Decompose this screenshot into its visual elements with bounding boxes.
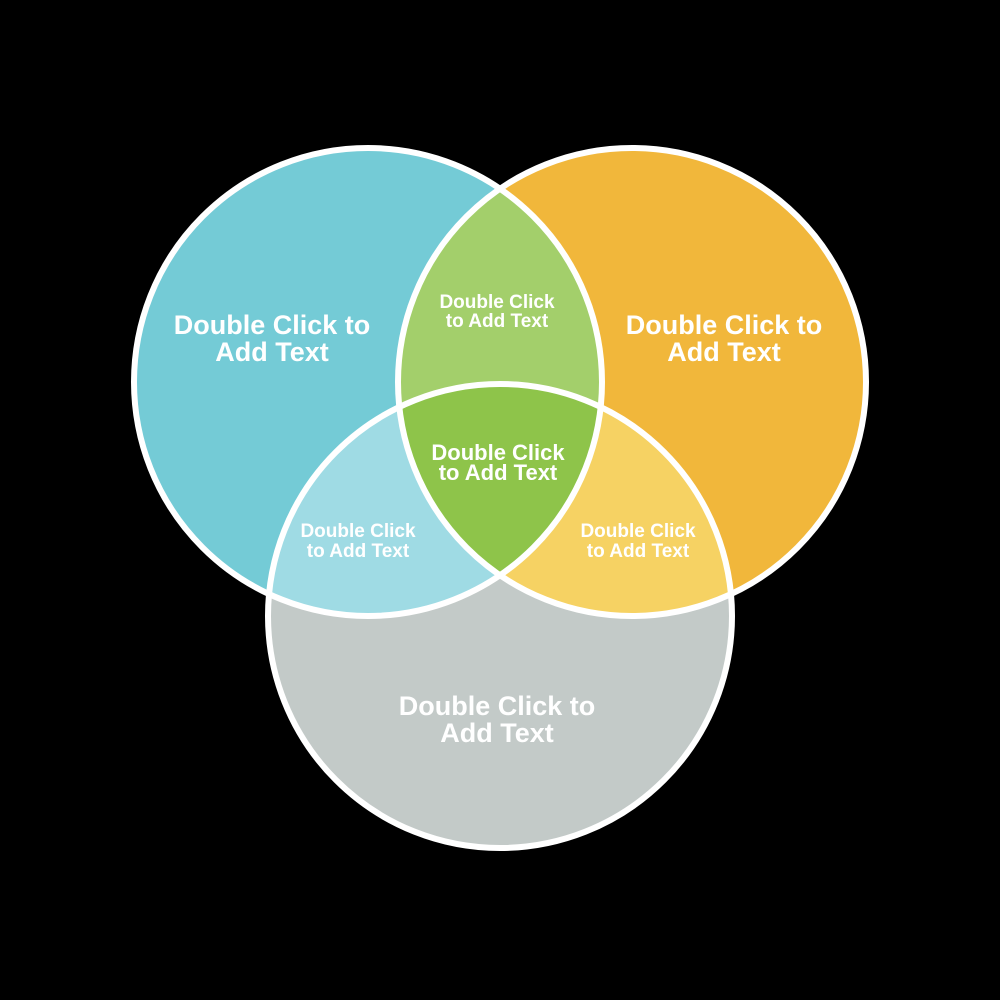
bottom-circle-label-line1[interactable]: Double Click to: [399, 691, 596, 721]
left-bottom-overlap-label[interactable]: Double Click to Add Text: [300, 521, 416, 562]
right-circle-label[interactable]: Double Click to Add Text: [626, 310, 823, 367]
left-right-overlap-label-line2[interactable]: to Add Text: [446, 311, 549, 332]
venn-labels: Double Click to Add Text Double Click to…: [174, 292, 823, 748]
center-overlap-label-line2[interactable]: to Add Text: [439, 460, 558, 485]
left-right-overlap-label[interactable]: Double Click to Add Text: [439, 292, 555, 332]
right-bottom-overlap-label-line1[interactable]: Double Click: [580, 521, 696, 542]
center-overlap-label[interactable]: Double Click to Add Text: [431, 440, 565, 485]
left-circle-outline: [131, 145, 605, 619]
left-bottom-overlap-label-line2[interactable]: to Add Text: [307, 541, 410, 562]
bottom-circle-label[interactable]: Double Click to Add Text: [399, 691, 596, 748]
right-circle-label-line2[interactable]: Add Text: [667, 337, 781, 367]
left-bottom-overlap-label-line1[interactable]: Double Click: [300, 521, 416, 542]
bottom-circle-label-line2[interactable]: Add Text: [440, 718, 554, 748]
center-overlap-label-line1[interactable]: Double Click: [431, 440, 565, 465]
left-circle-label-line2[interactable]: Add Text: [215, 337, 329, 367]
left-circle-label-line1[interactable]: Double Click to: [174, 310, 371, 340]
bottom-circle-outline: [265, 381, 735, 851]
right-circle-outline: [395, 145, 869, 619]
right-circle-label-line1[interactable]: Double Click to: [626, 310, 823, 340]
right-bottom-overlap-label[interactable]: Double Click to Add Text: [580, 521, 696, 562]
left-circle-label[interactable]: Double Click to Add Text: [174, 310, 371, 367]
left-right-overlap-label-line1[interactable]: Double Click: [439, 292, 555, 313]
center-overlap-region[interactable]: [134, 148, 602, 616]
right-bottom-overlap-label-line2[interactable]: to Add Text: [587, 541, 690, 562]
